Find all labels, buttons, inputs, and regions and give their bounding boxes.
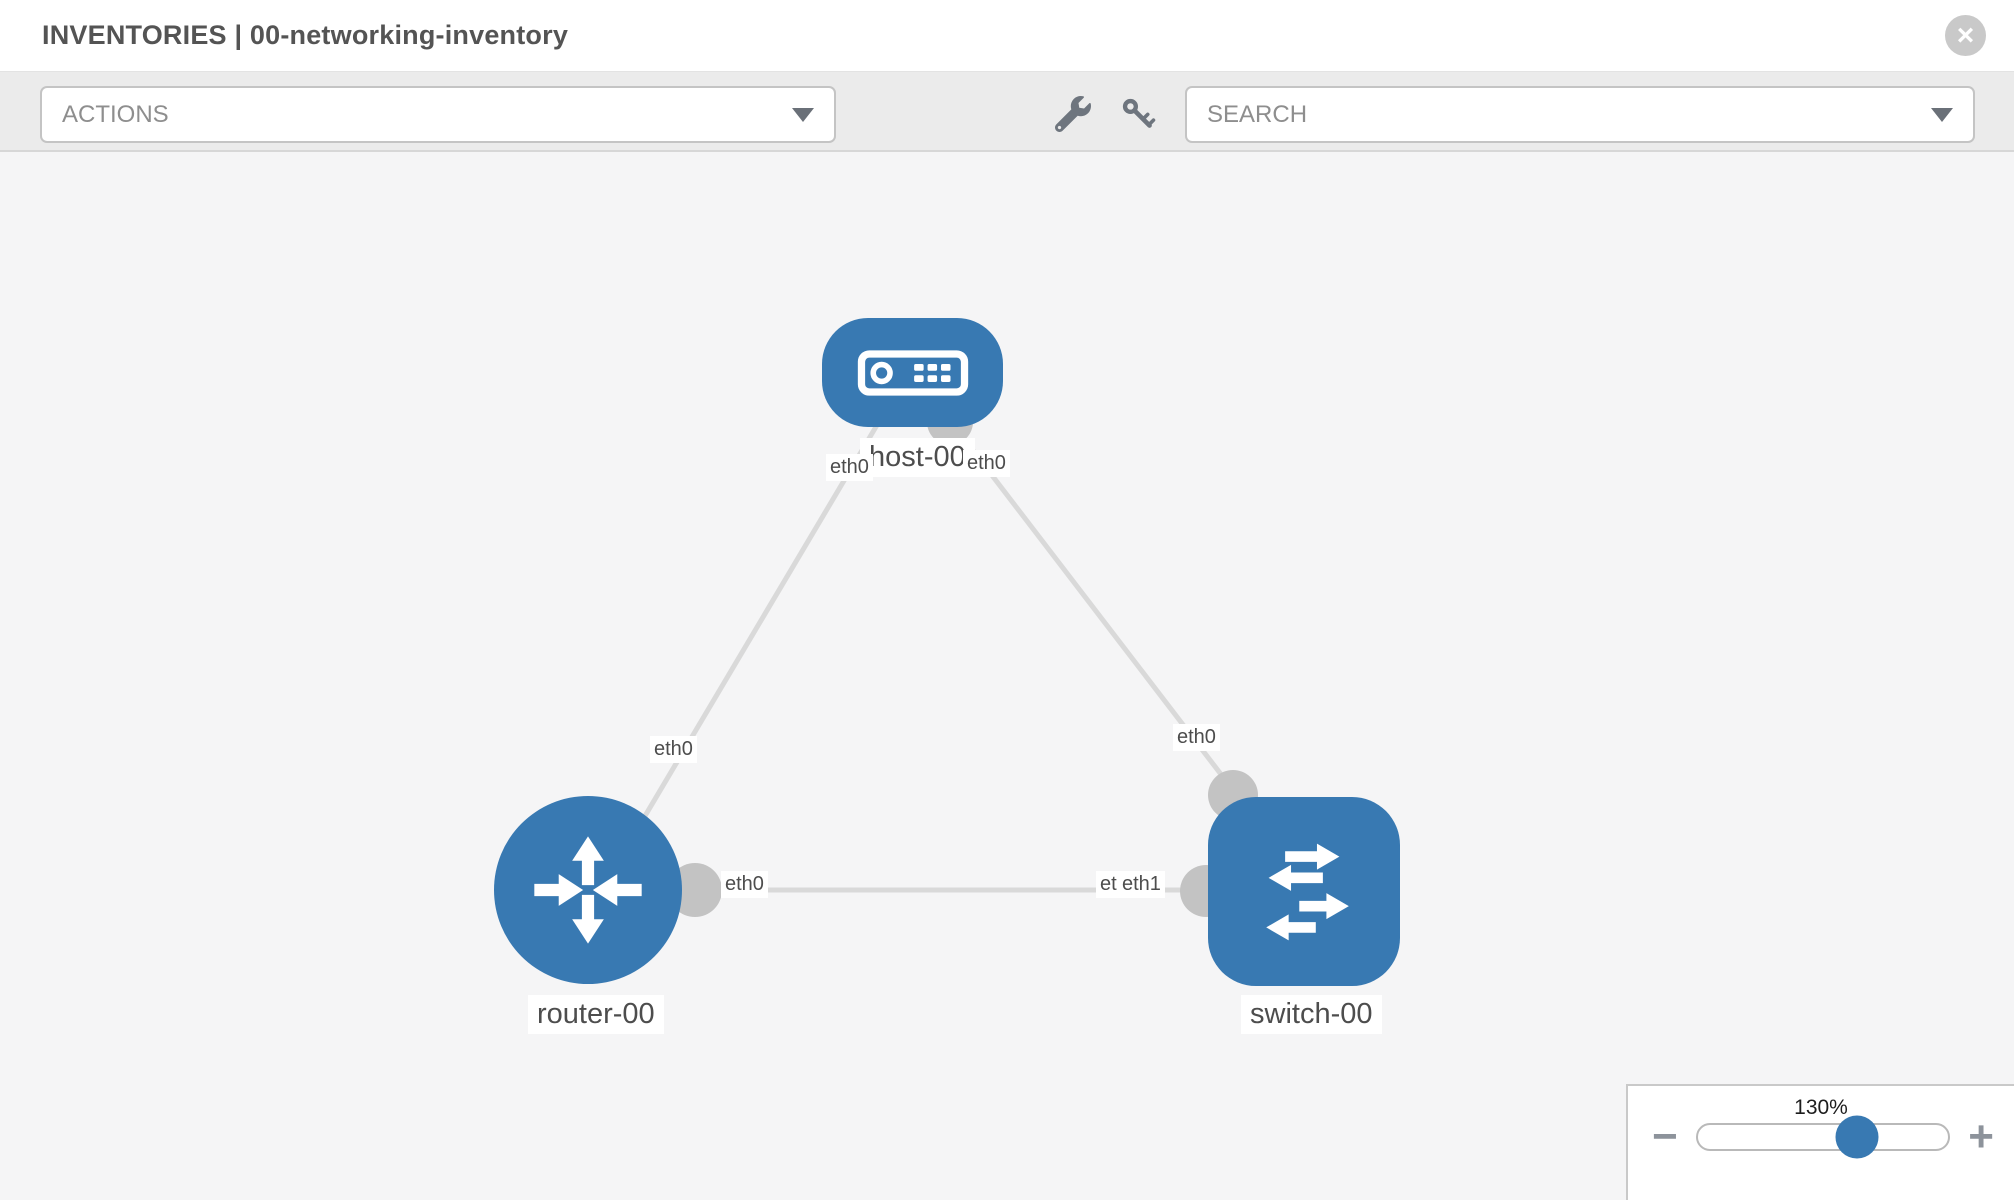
iface-label-switch-to-host: eth0 <box>1173 724 1220 751</box>
node-router-00[interactable] <box>494 796 682 984</box>
zoom-slider-track[interactable] <box>1695 1115 1951 1159</box>
zoom-in-button[interactable]: + <box>1968 1112 1994 1161</box>
toolbar: ACTIONS SEARCH <box>0 72 2014 152</box>
wrench-icon[interactable] <box>1054 96 1091 133</box>
search-dropdown[interactable]: SEARCH <box>1185 86 1975 143</box>
zoom-slider-handle[interactable] <box>1835 1115 1879 1159</box>
header: INVENTORIES | 00-networking-inventory × <box>0 0 2014 72</box>
iface-label-host-to-switch: eth0 <box>963 450 1010 477</box>
node-switch-00[interactable] <box>1208 797 1400 986</box>
chevron-down-icon <box>792 107 814 122</box>
actions-dropdown[interactable]: ACTIONS <box>40 86 836 143</box>
page-title: INVENTORIES | 00-networking-inventory <box>42 20 569 50</box>
switch-icon <box>1266 843 1349 940</box>
close-button[interactable]: × <box>1945 15 1986 56</box>
topology-edges-layer <box>585 399 1304 917</box>
zoom-out-button[interactable]: − <box>1652 1112 1678 1161</box>
node-host-00[interactable] <box>822 318 1003 427</box>
close-icon: × <box>1956 18 1975 52</box>
router-icon <box>534 836 642 944</box>
iface-label-host-to-router: eth0 <box>826 454 873 481</box>
node-label-switch: switch-00 <box>1241 995 1382 1035</box>
zoom-panel: 130% − + <box>1626 1084 2014 1200</box>
node-label-router: router-00 <box>528 995 664 1035</box>
actions-dropdown-label: ACTIONS <box>62 100 169 128</box>
chevron-down-icon <box>1931 107 1953 122</box>
search-placeholder: SEARCH <box>1207 100 1308 128</box>
key-icon[interactable] <box>1120 96 1156 132</box>
iface-label-router-to-switch: eth0 <box>721 871 768 898</box>
iface-label-router-to-host: eth0 <box>650 736 697 763</box>
zoom-value: 130% <box>1794 1096 1848 1119</box>
zoom-controls: − + <box>1628 1112 2014 1161</box>
iface-label-switch-to-router: eth1 <box>1118 871 1165 898</box>
topology-canvas[interactable]: host-00 router-00 switch-00 eth0 eth0 et… <box>0 152 2014 1200</box>
iface-dot-router <box>668 863 722 917</box>
host-icon <box>857 349 968 396</box>
node-label-host: host-00 <box>860 438 975 478</box>
